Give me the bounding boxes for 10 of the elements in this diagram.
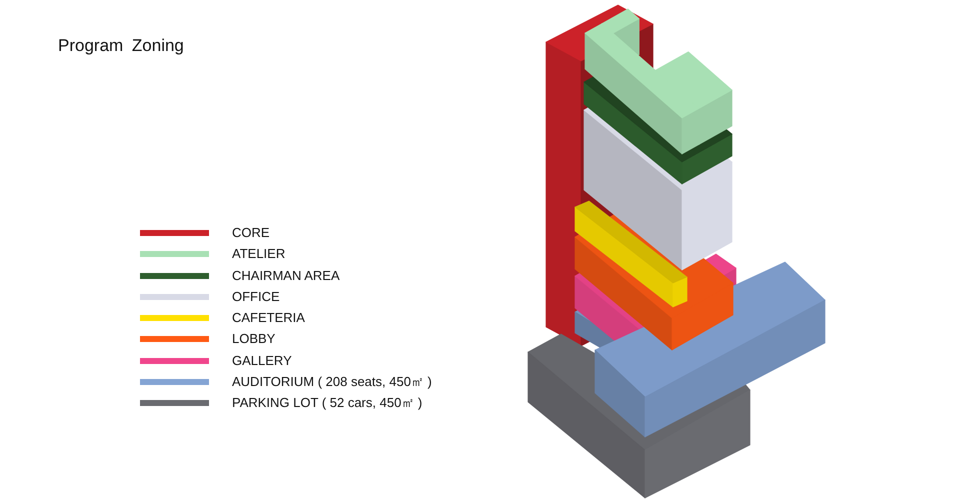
legend-label: OFFICE — [232, 288, 280, 305]
legend-label: GALLERY — [232, 352, 292, 368]
legend-label: AUDITORIUM ( 208 seats, 450㎡ ) — [232, 374, 432, 390]
legend-label: CAFETERIA — [232, 310, 305, 326]
legend-label: LOBBY — [232, 331, 276, 348]
legend-label: PARKING LOT ( 52 cars, 450㎡ ) — [232, 395, 422, 411]
legend-label: ATELIER — [232, 246, 286, 262]
diagram-title: Program Zoning — [58, 36, 184, 56]
legend-label: CORE — [232, 225, 270, 241]
legend-label: CHAIRMAN AREA — [232, 268, 340, 284]
